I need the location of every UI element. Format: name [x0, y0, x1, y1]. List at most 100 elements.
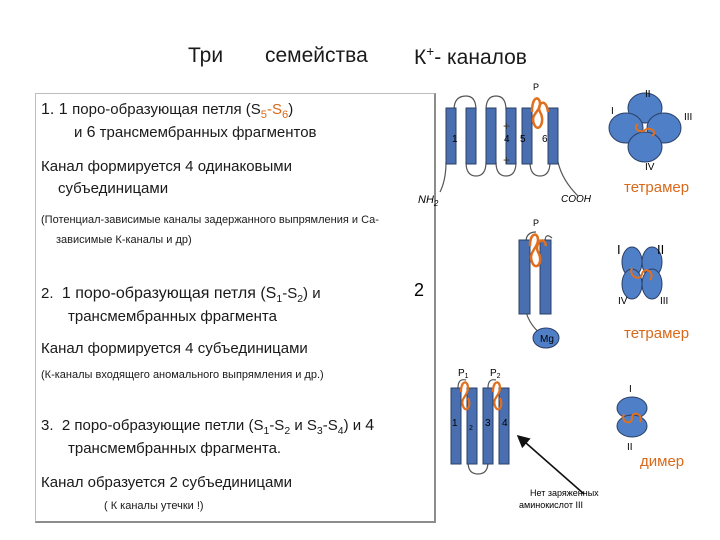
d3-label-4: 4 — [502, 418, 508, 429]
family3-and: и S — [290, 417, 317, 434]
d2-subunit-4 — [641, 268, 663, 300]
family1-line2-and: и — [74, 124, 83, 141]
title-k-rest: - каналов — [434, 46, 527, 69]
diagram2-tetramer: I II IV III тетрамер — [617, 242, 689, 342]
family2-sub-a: 1 — [276, 293, 283, 305]
d1-subunit-top — [627, 92, 663, 124]
d1-roman-4: IV — [645, 162, 655, 173]
family3-s2: 2 — [284, 425, 291, 437]
d3-p2-label: P2 — [490, 368, 501, 380]
d2-roman-2: II — [657, 242, 664, 257]
d3-label-3: 3 — [485, 418, 491, 429]
d3-pore-loop-1 — [459, 381, 471, 411]
family2-dash: -S — [282, 285, 298, 302]
d1-label-5: 5 — [520, 134, 526, 145]
family1-line2: и 6 трансмембранных фрагментов — [74, 124, 317, 142]
d1-p-label: P — [533, 82, 539, 92]
family1-close: ) — [288, 101, 294, 118]
family1-count: 1 — [58, 101, 68, 118]
family1-number: 1. — [41, 101, 55, 118]
d1-assembly-label: тетрамер — [624, 179, 689, 196]
d1-label-6: 6 — [542, 134, 548, 145]
d1-roman-3: III — [684, 112, 692, 123]
family1-heading: 1. 1 поро-образующая петля (S5-S6) — [41, 101, 293, 121]
d1-roman-1: I — [611, 106, 614, 117]
d1-pore-center — [634, 123, 656, 137]
family2-close: ) и — [303, 285, 321, 302]
family1-sub-b: 6 — [281, 109, 289, 122]
family3-four: 4 — [365, 417, 375, 434]
d3-segment-4 — [498, 387, 510, 465]
diagram3-four-tm-subunit: P1 P2 1 2 3 4 Нет заряженных аминокислот… — [450, 368, 599, 510]
d1-label-1: 1 — [452, 134, 458, 145]
family2-number: 2. — [41, 285, 54, 302]
title-word-three: Три — [188, 44, 224, 67]
d1-label-4: 4 — [504, 134, 510, 145]
family2-heading: 2. 1 поро-образующая петля (S1-S2) и — [41, 285, 321, 305]
families-text-panel — [35, 93, 436, 523]
diagram1-tetramer: I II III IV тетрамер — [608, 89, 692, 196]
d2-roman-4: IV — [618, 296, 628, 307]
d3-assembly-label: димер — [640, 453, 684, 470]
family2-note: (К-каналы входящего аномального выпрямле… — [41, 369, 324, 381]
d3-roman-1: I — [629, 384, 632, 395]
family1-line2-text: трансмембранных фрагментов — [99, 124, 317, 141]
family2-line2: трансмембранных фрагмента — [68, 308, 277, 325]
d2-segment-2 — [539, 239, 552, 315]
family3-close: ) и — [343, 417, 362, 434]
family2-sub-b: 2 — [297, 293, 304, 305]
d3-pore-loop-2 — [491, 381, 503, 411]
family1-text: поро-образующая петля (S — [72, 101, 261, 118]
family2-channel: Канал формируется 4 субъединицами — [41, 340, 308, 357]
d2-pore-loop — [528, 233, 548, 268]
d2-p-label: P — [533, 218, 539, 228]
d1-segment-5 — [521, 107, 533, 165]
d2-mg-ion — [532, 327, 560, 349]
d3-note-line2: аминокислот III — [519, 500, 583, 510]
family3-text: 2 поро-образующие петли (S — [61, 417, 264, 434]
family1-line2-num: 6 — [86, 124, 96, 141]
title-word-families: семейства — [265, 44, 368, 67]
d1-segment-3 — [485, 107, 497, 165]
d3-note-line1: Нет заряженных — [530, 488, 599, 498]
d1-plus-lower: + — [503, 153, 510, 167]
d3-pointer-arrow — [516, 434, 585, 495]
family3-s4: 4 — [337, 425, 344, 437]
d1-segment-1 — [445, 107, 457, 165]
d3-roman-2: II — [627, 442, 633, 453]
d1-subunit-bottom — [627, 131, 663, 163]
title-word-channels: К+- каналов — [414, 44, 527, 70]
d2-pore-center — [630, 267, 653, 281]
d2-roman-1: I — [617, 242, 621, 257]
d1-nh2: NH2 — [418, 194, 439, 208]
d1-roman-2: II — [645, 89, 651, 100]
family1-note-line1: (Потенциал-зависимые каналы задержанного… — [41, 214, 379, 226]
family3-note: ( К каналы утечки !) — [104, 500, 204, 512]
family1-channel-line1: Канал формируется 4 одинаковыми — [41, 158, 292, 175]
d1-pore-loop — [530, 97, 550, 129]
diagram1-six-tm-subunit: P 1 4 5 6 + + NH2 COOH — [418, 82, 592, 208]
d3-label-1: 1 — [452, 418, 458, 429]
d2-assembly-label: тетрамер — [624, 325, 689, 342]
family2-text: 1 поро-образующая петля (S — [61, 285, 277, 302]
title-k: К — [414, 46, 427, 69]
d1-cooh: COOH — [561, 194, 592, 205]
d3-p1-label: P1 — [458, 368, 469, 380]
family3-line2: трансмембранных фрагмента. — [68, 440, 282, 457]
d1-segment-6 — [547, 107, 559, 165]
family1-sub-a: 5 — [260, 109, 267, 122]
family3-s3: 3 — [316, 425, 323, 437]
d3-segment-2 — [466, 387, 478, 465]
family3-channel: Канал образуется 2 субъединицами — [41, 474, 293, 491]
d2-roman-3: III — [660, 296, 668, 307]
family3-s1: 1 — [263, 425, 270, 437]
family1-dash: -S — [266, 101, 282, 118]
family3-mid2: -S — [322, 417, 338, 434]
d3-segment-1 — [450, 387, 462, 465]
family1-channel-line2: субъединицами — [58, 180, 169, 197]
family3-heading: 3. 2 поро-образующие петли (S1-S2 и S3-S… — [41, 417, 374, 437]
d3-pore-center — [622, 412, 642, 424]
d1-plus-upper: + — [503, 119, 510, 133]
family1-note-line2: зависимые К-каналы и др) — [56, 234, 192, 246]
